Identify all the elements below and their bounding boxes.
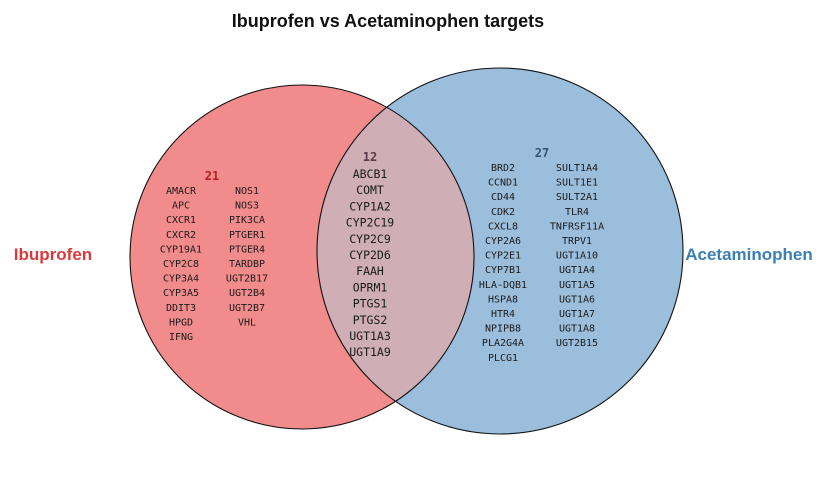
ibuprofen-label: Ibuprofen [14, 245, 92, 264]
gene-label: TLR4 [565, 207, 589, 218]
gene-label: APC [172, 201, 190, 212]
gene-label: UGT2B17 [226, 274, 268, 285]
gene-label: DDIT3 [166, 303, 196, 314]
gene-label: CXCL8 [488, 221, 518, 232]
gene-label: TARDBP [229, 259, 265, 270]
gene-label: UGT2B15 [556, 338, 598, 349]
gene-label: UGT1A9 [349, 345, 391, 359]
ibuprofen-circle-outline [129, 84, 475, 430]
gene-label: UGT2B4 [229, 288, 265, 299]
gene-label: CYP3A5 [163, 288, 199, 299]
acetaminophen-label: Acetaminophen [685, 245, 813, 264]
gene-label: NPIPB8 [485, 324, 521, 335]
gene-label: SULT1A4 [556, 163, 598, 174]
acetaminophen-circle-outline [316, 67, 684, 435]
gene-label: PIK3CA [229, 215, 265, 226]
gene-label: CYP2E1 [485, 251, 521, 262]
gene-label: HLA-DQB1 [479, 280, 527, 291]
gene-label: CDK2 [491, 207, 515, 218]
ibuprofen-genes-col1: AMACR APC CXCR1CXCR2CYP19A1CYP2C8CYP3A4CYP… [160, 186, 202, 343]
gene-label: UGT1A8 [559, 324, 595, 335]
gene-label: FAAH [356, 264, 384, 278]
gene-label: CXCR2 [166, 230, 196, 241]
gene-label: AMACR [166, 186, 197, 197]
gene-label: PLCG1 [488, 353, 518, 364]
gene-label: UGT1A4 [559, 265, 595, 276]
chart-title: Ibuprofen vs Acetaminophen targets [232, 11, 544, 31]
gene-label: CYP2C19 [346, 216, 395, 230]
gene-label: HPGD [169, 317, 193, 328]
gene-label: CYP2D6 [349, 248, 391, 262]
gene-label: UGT1A6 [559, 294, 595, 305]
intersection-region [317, 85, 474, 429]
gene-label: PLA2G4A [482, 338, 524, 349]
gene-label: HTR4 [491, 309, 515, 320]
gene-label: CYP2C9 [349, 232, 391, 246]
gene-label: CYP7B1 [485, 265, 521, 276]
gene-label: SULT2A1 [556, 192, 598, 203]
acetaminophen-only-count: 27 [535, 146, 549, 160]
gene-label: TNFRSF11A [550, 221, 604, 232]
acetaminophen-genes-col1: BRD2CCND1CD44CDK2CXCL8CYP2A6CYP2E1CYP7B1… [479, 163, 527, 364]
gene-label: ABCB1 [353, 167, 388, 181]
gene-label: UGT1A7 [559, 309, 595, 320]
gene-label: VHL [238, 317, 256, 328]
gene-label: CXCR1 [166, 215, 196, 226]
gene-label: PTGER4 [229, 244, 265, 255]
gene-label: UGT1A10 [556, 251, 598, 262]
gene-label: CD44 [491, 192, 515, 203]
gene-label: PTGS1 [353, 297, 388, 311]
gene-label: OPRM1 [353, 280, 388, 294]
gene-label: CYP2C8 [163, 259, 199, 270]
gene-label: NOS1 [235, 186, 259, 197]
gene-label: UGT1A5 [559, 280, 595, 291]
gene-label: TRPV1 [562, 236, 592, 247]
gene-label: CYP2A6 [485, 236, 521, 247]
gene-label: IFNG [169, 332, 193, 343]
gene-label: PTGER1 [229, 230, 265, 241]
gene-label: PTGS2 [353, 313, 388, 327]
ibuprofen-only-count: 21 [205, 169, 219, 183]
gene-label: NOS3 [235, 201, 259, 212]
gene-label: CCND1 [488, 178, 518, 189]
gene-label: UGT2B7 [229, 303, 265, 314]
gene-label: CYP1A2 [349, 199, 391, 213]
intersection-count: 12 [363, 150, 377, 164]
gene-label: HSPA8 [488, 294, 518, 305]
gene-label: UGT1A3 [349, 329, 391, 343]
gene-label: SULT1E1 [556, 178, 598, 189]
gene-label: CYP19A1 [160, 244, 202, 255]
gene-label: CYP3A4 [163, 274, 199, 285]
gene-label: BRD2 [491, 163, 515, 174]
gene-label: COMT [356, 183, 384, 197]
